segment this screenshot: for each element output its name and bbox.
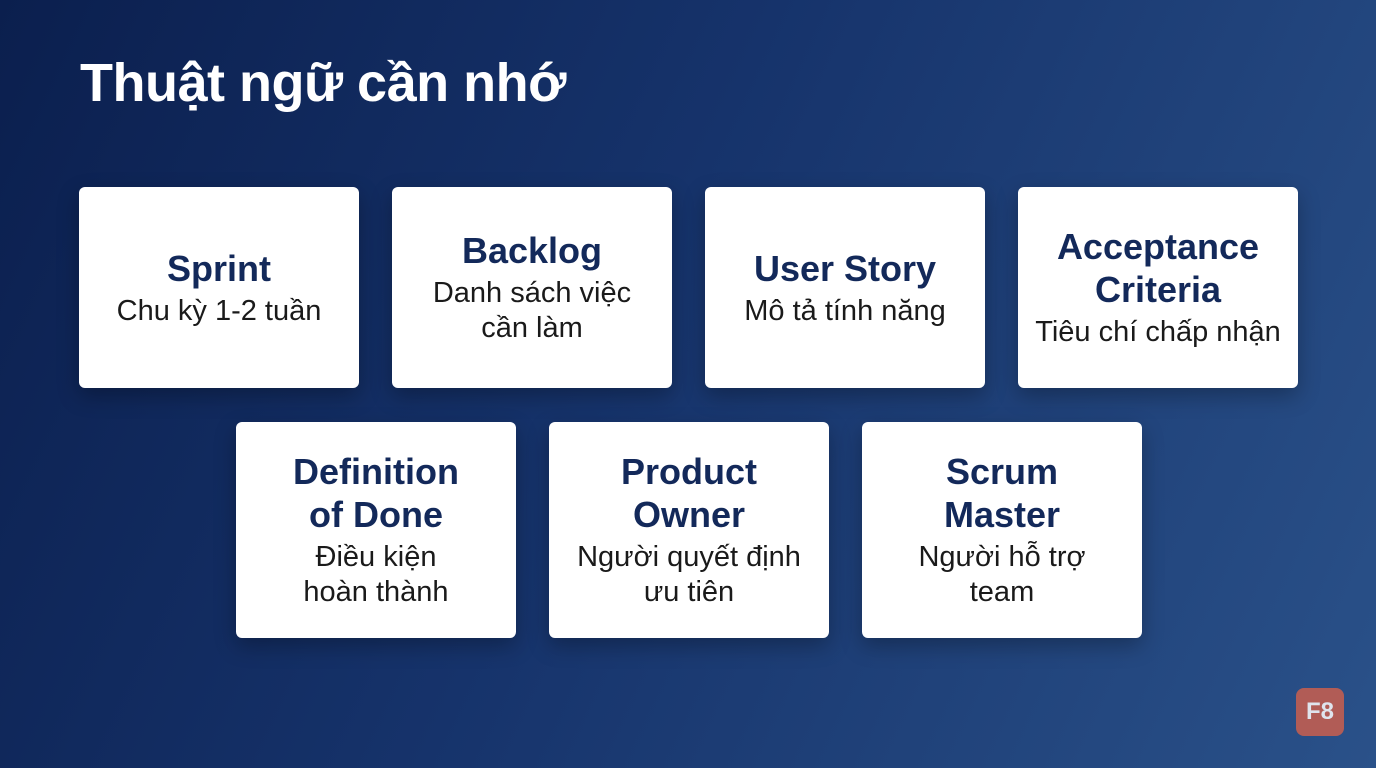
term-title: Backlog	[461, 230, 603, 271]
term-title: Sprint	[167, 247, 271, 289]
term-description: Mô tả tính năng	[744, 294, 946, 327]
term-card-user-story: User Story Mô tả tính năng	[705, 187, 985, 388]
slide-title: Thuật ngữ cần nhớ	[80, 53, 566, 113]
term-title: User Story	[753, 247, 937, 289]
term-description: Chu kỳ 1-2 tuần	[116, 294, 322, 327]
term-description: Tiêu chí chấp nhận	[1035, 316, 1281, 348]
term-card-sprint: Sprint Chu kỳ 1-2 tuần	[79, 187, 359, 388]
f8-logo: F8	[1296, 688, 1344, 736]
